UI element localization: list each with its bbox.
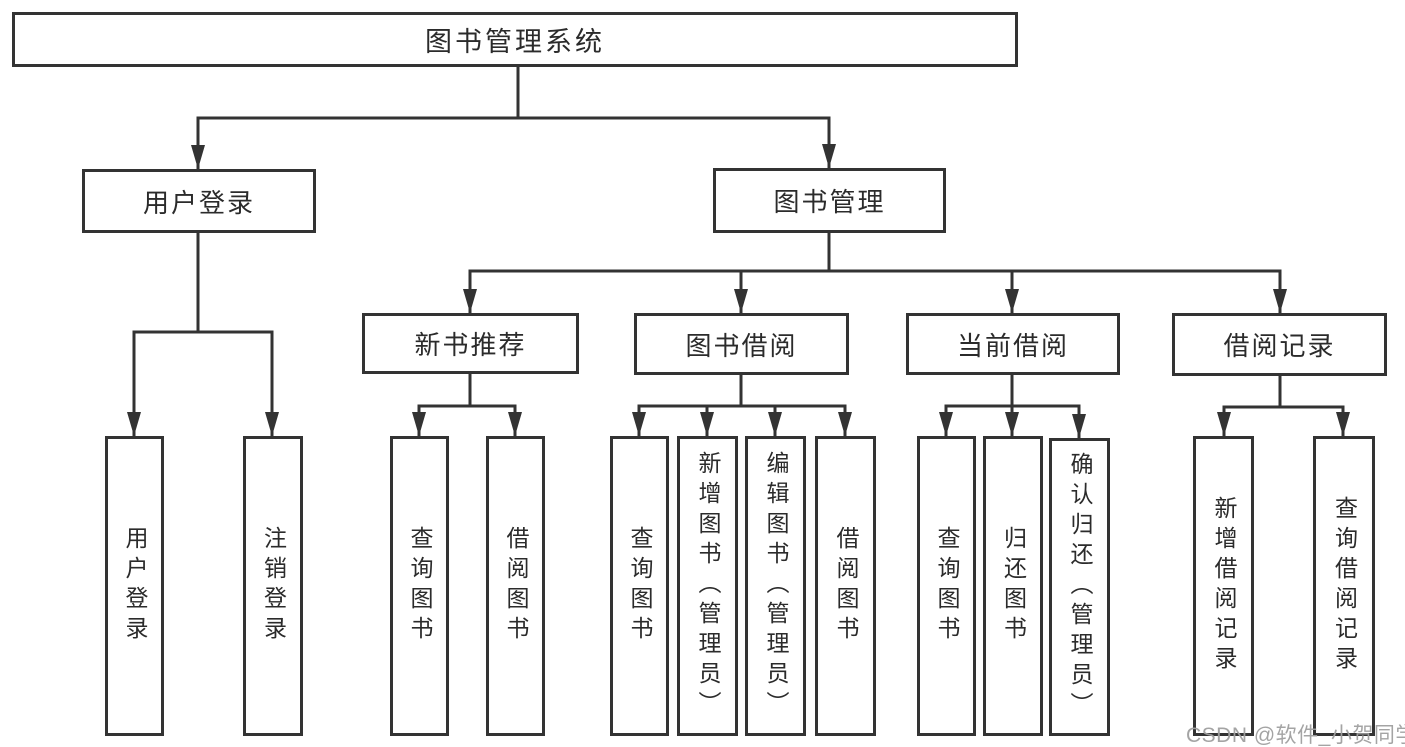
- leaf-confirm-return-admin: 确认归还（管理员）: [1049, 438, 1110, 736]
- node-label: 新增图书（管理员）: [695, 451, 721, 721]
- csdn-watermark: CSDN @软件_小贺同学: [1186, 724, 1405, 747]
- node-book-management: 图书管理: [713, 168, 946, 233]
- connector-current-borrow-children: [939, 374, 1086, 438]
- node-label: 查询图书: [627, 526, 653, 646]
- connector-book-management-children: [463, 233, 1287, 313]
- node-label: 借阅图书: [503, 526, 529, 646]
- node-label: 图书借阅: [685, 330, 798, 361]
- leaf-query-borrow-record: 查询借阅记录: [1313, 436, 1375, 736]
- node-label: 注销登录: [260, 526, 287, 646]
- node-label: 编辑图书（管理员）: [763, 451, 789, 721]
- node-book-borrow: 图书借阅: [634, 313, 849, 375]
- node-current-borrow: 当前借阅: [906, 313, 1120, 375]
- node-label: 借阅记录: [1223, 331, 1336, 361]
- leaf-query-books-recommend: 查询图书: [390, 436, 449, 736]
- node-label: 查询图书: [934, 526, 960, 646]
- node-label: 确认归还（管理员）: [1067, 452, 1093, 722]
- node-label: 图书管理: [773, 187, 886, 217]
- connector-root-to-level2: [191, 66, 836, 169]
- node-label: 归还图书: [1000, 526, 1027, 646]
- node-label: 借阅图书: [833, 526, 859, 646]
- node-label: 图书管理系统: [425, 27, 605, 57]
- connector-borrow-records-children: [1217, 376, 1350, 436]
- leaf-edit-book-admin: 编辑图书（管理员）: [745, 436, 806, 736]
- leaf-query-books-borrow: 查询图书: [610, 436, 669, 736]
- leaf-add-borrow-record: 新增借阅记录: [1193, 436, 1254, 736]
- node-user-login: 用户登录: [82, 169, 316, 233]
- leaf-return-book: 归还图书: [983, 436, 1043, 736]
- node-label: 当前借阅: [956, 330, 1069, 361]
- node-new-book-recommend: 新书推荐: [362, 313, 579, 374]
- node-label: 查询图书: [407, 526, 433, 646]
- node-label: 用户登录: [122, 526, 148, 646]
- connector-book-borrow-children: [632, 374, 852, 436]
- node-label: 用户登录: [142, 187, 255, 218]
- leaf-add-book-admin: 新增图书（管理员）: [677, 436, 738, 736]
- leaf-query-books-current: 查询图书: [917, 436, 976, 736]
- connector-user-login-children: [127, 232, 279, 436]
- leaf-borrow-books: 借阅图书: [815, 436, 876, 736]
- leaf-logout: 注销登录: [243, 436, 303, 736]
- node-library-management-system: 图书管理系统: [12, 12, 1018, 67]
- node-borrow-records: 借阅记录: [1172, 313, 1387, 376]
- node-label: 新书推荐: [414, 330, 527, 360]
- leaf-user-login: 用户登录: [105, 436, 164, 736]
- connector-new-book-children: [412, 373, 522, 436]
- node-label: 查询借阅记录: [1331, 496, 1358, 676]
- node-label: 新增借阅记录: [1211, 496, 1237, 676]
- leaf-borrow-books-recommend: 借阅图书: [486, 436, 545, 736]
